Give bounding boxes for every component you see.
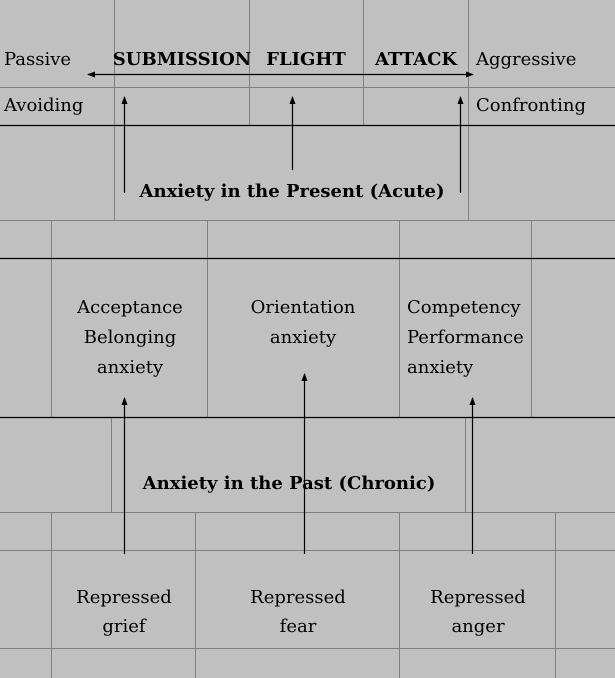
label-aggressive: Aggressive — [476, 49, 577, 70]
orientation-anxiety: Orientation anxiety — [250, 297, 356, 348]
repressed-anger: Repressed anger — [430, 587, 526, 637]
label-submission: SUBMISSION — [112, 49, 252, 70]
label-confronting: Confronting — [476, 95, 587, 116]
label-passive: Passive — [4, 49, 72, 70]
present-title: Anxiety in the Present (Acute) — [139, 181, 445, 202]
label-flight: FLIGHT — [266, 49, 346, 70]
label-attack: ATTACK — [374, 49, 458, 70]
repressed-fear: Repressed fear — [250, 587, 346, 637]
competency-anxiety: Competency Performance anxiety — [407, 297, 524, 378]
past-title: Anxiety in the Past (Chronic) — [142, 473, 436, 494]
label-avoiding: Avoiding — [4, 95, 84, 116]
acceptance-anxiety: Acceptance Belonging anxiety — [77, 297, 183, 378]
repressed-grief: Repressed grief — [76, 587, 172, 637]
